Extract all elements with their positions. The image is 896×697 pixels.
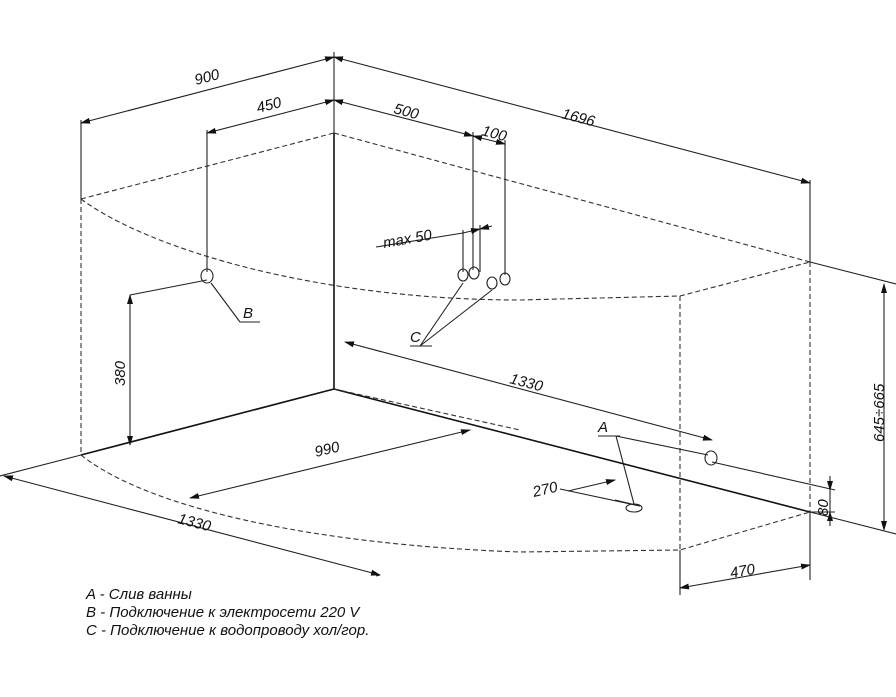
dim-1696: 1696 — [560, 105, 597, 130]
leader-lines — [210, 282, 709, 505]
right-floor-edge — [333, 388, 811, 513]
extension-lines — [0, 52, 896, 595]
dim-max-50: max 50 — [382, 227, 434, 252]
dim-80: 80 — [815, 499, 832, 516]
wall-edges — [80, 133, 811, 513]
dimension-lines — [3, 56, 887, 590]
dim-900: 900 — [193, 66, 222, 89]
legend-item-a: A - Слив ванны — [86, 586, 192, 603]
dim-990: 990 — [313, 438, 342, 461]
dim-500: 500 — [392, 100, 421, 123]
dim-645-665: 645÷665 — [871, 383, 888, 442]
marker-a: A — [597, 419, 608, 436]
dim-450: 450 — [255, 94, 284, 117]
marker-c: C — [410, 329, 421, 346]
legend-item-b: B - Подключение к электросети 220 V — [86, 604, 360, 621]
marker-b: B — [243, 305, 253, 322]
dim-470: 470 — [729, 561, 757, 582]
dim-270: 270 — [530, 479, 560, 502]
dim-380: 380 — [112, 360, 129, 386]
water-connection-point-3 — [486, 276, 498, 290]
bathtub-hidden-outline — [80, 132, 811, 553]
dim-100: 100 — [480, 122, 509, 145]
water-connection-point-4 — [499, 272, 511, 286]
water-connection-point-1 — [457, 268, 469, 282]
left-floor-edge — [80, 388, 335, 456]
power-connection-point — [200, 268, 214, 284]
dim-1330-floor: 1330 — [508, 370, 545, 395]
legend-item-c: C - Подключение к водопроводу хол/гор. — [86, 622, 370, 639]
dim-1330-left: 1330 — [176, 510, 213, 535]
connection-points — [200, 266, 718, 513]
water-connection-point-2 — [468, 266, 480, 280]
legend: A - Слив ванны B - Подключение к электро… — [86, 586, 369, 640]
drain-wall-point — [704, 450, 718, 466]
